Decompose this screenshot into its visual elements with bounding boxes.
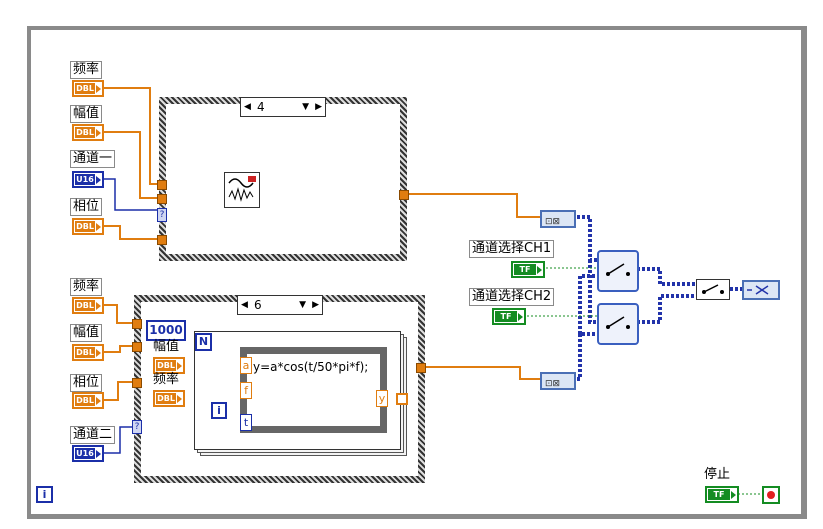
formula-output-y: y [376, 390, 388, 407]
iteration-terminal: i [211, 402, 227, 419]
select-node-1[interactable] [597, 250, 639, 292]
dropdown-arrow-icon[interactable]: ▼ [302, 102, 309, 112]
wire-bot-amp [104, 345, 136, 353]
top-phase-label: 相位 [70, 198, 103, 216]
select-node-2[interactable] [597, 303, 639, 345]
bottom-case-selector[interactable]: ◀ 6 ▼ ▶ [237, 295, 323, 315]
loop-count-constant[interactable]: 1000 [146, 320, 186, 341]
tunnel [132, 319, 142, 329]
loop-iteration-terminal: i [36, 486, 53, 503]
bot-chan-control[interactable]: U16 [72, 445, 104, 462]
increment-arrow-icon[interactable]: ▶ [315, 102, 322, 112]
tunnel [132, 378, 142, 388]
svg-text:⊡⊠: ⊡⊠ [545, 379, 560, 389]
wire-top-amp [104, 131, 160, 199]
bot-phase-label: 相位 [70, 374, 103, 392]
stop-control[interactable]: TF [705, 486, 739, 503]
tunnel [157, 235, 167, 245]
top-chan-label: 通道一 [70, 150, 116, 168]
stop-icon [767, 491, 775, 499]
ch2-select-control[interactable]: TF [492, 308, 526, 325]
switch-icon [606, 316, 630, 329]
bot-freq-control[interactable]: DBL [72, 297, 104, 314]
wire-cluster-2 [572, 332, 597, 381]
tunnel [157, 180, 167, 190]
bottom-case-value: 6 [254, 298, 262, 312]
tunnel [416, 363, 426, 373]
wire-bot-out [420, 366, 540, 380]
formula-input-t: t [240, 414, 252, 431]
wire-bot-chan [104, 426, 133, 454]
formula-text[interactable]: y=a*cos(t/50*pi*f); [253, 360, 369, 374]
tunnel [132, 342, 142, 352]
top-amp-control[interactable]: DBL [72, 124, 104, 141]
formula-input-a: a [240, 357, 252, 374]
bot-freq-label: 频率 [70, 278, 103, 296]
final-select-node[interactable] [696, 279, 730, 300]
svg-text:⊡⊠: ⊡⊠ [545, 217, 560, 227]
wire-top-out [408, 193, 540, 218]
tunnel-selector-icon: ? [157, 208, 167, 222]
wire-sel1-out [637, 267, 696, 286]
ch1-select-label: 通道选择CH1 [469, 240, 555, 258]
increment-arrow-icon[interactable]: ▶ [312, 300, 319, 310]
switch-icon [702, 284, 724, 294]
top-chan-control[interactable]: U16 [72, 171, 104, 188]
top-amp-label: 幅值 [70, 105, 103, 123]
wire-bot-phase [104, 381, 136, 401]
top-case-selector[interactable]: ◀ 4 ▼ ▶ [240, 97, 326, 117]
wire-top-freq [104, 87, 160, 185]
wire-top-chan [104, 178, 160, 211]
tunnel [399, 190, 409, 200]
indexing-tunnel [396, 393, 408, 405]
wire-cluster-3 [578, 274, 597, 334]
dropdown-arrow-icon[interactable]: ▼ [299, 300, 306, 310]
tunnel [157, 194, 167, 204]
inner-freq-label: 频率 [153, 372, 180, 387]
while-loop-frame [27, 26, 807, 519]
bundle-node-2[interactable]: ⊡⊠ [540, 372, 576, 390]
decrement-arrow-icon[interactable]: ◀ [244, 102, 251, 112]
formula-input-f: f [240, 382, 252, 399]
bot-phase-control[interactable]: DBL [72, 392, 104, 409]
bot-chan-label: 通道二 [70, 426, 116, 444]
inner-amp-control[interactable]: DBL [153, 357, 185, 374]
wire-cluster-1b [588, 260, 597, 324]
waveform-generator-icon[interactable] [224, 172, 260, 208]
switch-icon [606, 263, 630, 276]
top-case-structure[interactable] [159, 97, 407, 261]
bot-amp-control[interactable]: DBL [72, 344, 104, 361]
top-freq-label: 频率 [70, 61, 103, 79]
inner-freq-control[interactable]: DBL [153, 390, 185, 407]
ch1-select-control[interactable]: TF [511, 261, 545, 278]
waveform-indicator-icon [747, 285, 769, 295]
stop-condition-terminal[interactable] [762, 486, 780, 504]
wire-top-phase [104, 225, 160, 240]
top-case-value: 4 [257, 100, 265, 114]
loop-count-terminal: N [195, 333, 212, 351]
waveform-graph-indicator[interactable] [742, 280, 780, 300]
decrement-arrow-icon[interactable]: ◀ [241, 300, 248, 310]
top-phase-control[interactable]: DBL [72, 218, 104, 235]
tunnel-selector-icon: ? [132, 420, 142, 434]
ch2-select-label: 通道选择CH2 [469, 288, 555, 306]
stop-label: 停止 [704, 467, 731, 482]
inner-amp-label: 幅值 [153, 339, 180, 354]
top-freq-control[interactable]: DBL [72, 80, 104, 97]
bundle-node-1[interactable]: ⊡⊠ [540, 210, 576, 228]
bot-amp-label: 幅值 [70, 324, 103, 342]
wire-bot-freq [104, 304, 136, 324]
wire-sel2-out [637, 294, 696, 324]
